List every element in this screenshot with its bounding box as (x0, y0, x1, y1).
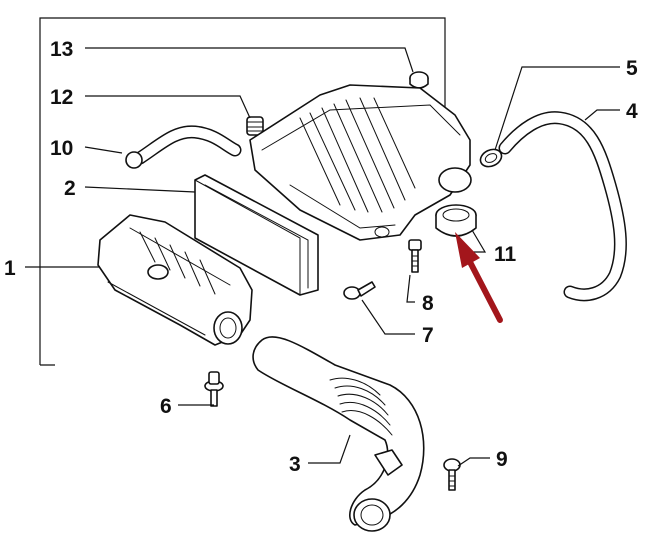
part-13-rubber-plug[interactable] (409, 71, 429, 89)
part-7-bolt[interactable] (343, 281, 376, 300)
part-9-bolt[interactable] (443, 458, 461, 491)
label-4: 4 (626, 100, 638, 123)
part-2-filter-element[interactable] (194, 174, 319, 296)
part-4-breather-hose[interactable] (498, 111, 627, 302)
part-8-bolt[interactable] (408, 239, 422, 273)
label-5: 5 (626, 57, 638, 80)
air-filter-upper-cover[interactable] (249, 84, 472, 241)
part-11-cap[interactable] (435, 204, 477, 237)
leader-lines (25, 47, 620, 467)
label-3: 3 (289, 453, 301, 476)
part-1-lower-housing[interactable] (97, 214, 253, 346)
part-3-intake-duct[interactable] (252, 336, 425, 532)
highlight-arrow (455, 232, 503, 323)
part-5-hose-clamp[interactable] (478, 146, 505, 170)
part-10-small-hose[interactable] (125, 125, 242, 169)
label-12: 12 (50, 86, 73, 109)
label-1: 1 (4, 257, 16, 280)
label-6: 6 (160, 395, 172, 418)
assembly-bracket (39, 17, 446, 366)
part-12-grommet[interactable] (246, 116, 264, 136)
label-2: 2 (64, 177, 76, 200)
label-9: 9 (496, 448, 508, 471)
label-10: 10 (50, 137, 73, 160)
label-7: 7 (422, 324, 434, 347)
label-8: 8 (422, 292, 434, 315)
label-13: 13 (50, 38, 73, 61)
part-6-mounting-stud[interactable] (204, 371, 224, 407)
label-11: 11 (494, 243, 517, 266)
